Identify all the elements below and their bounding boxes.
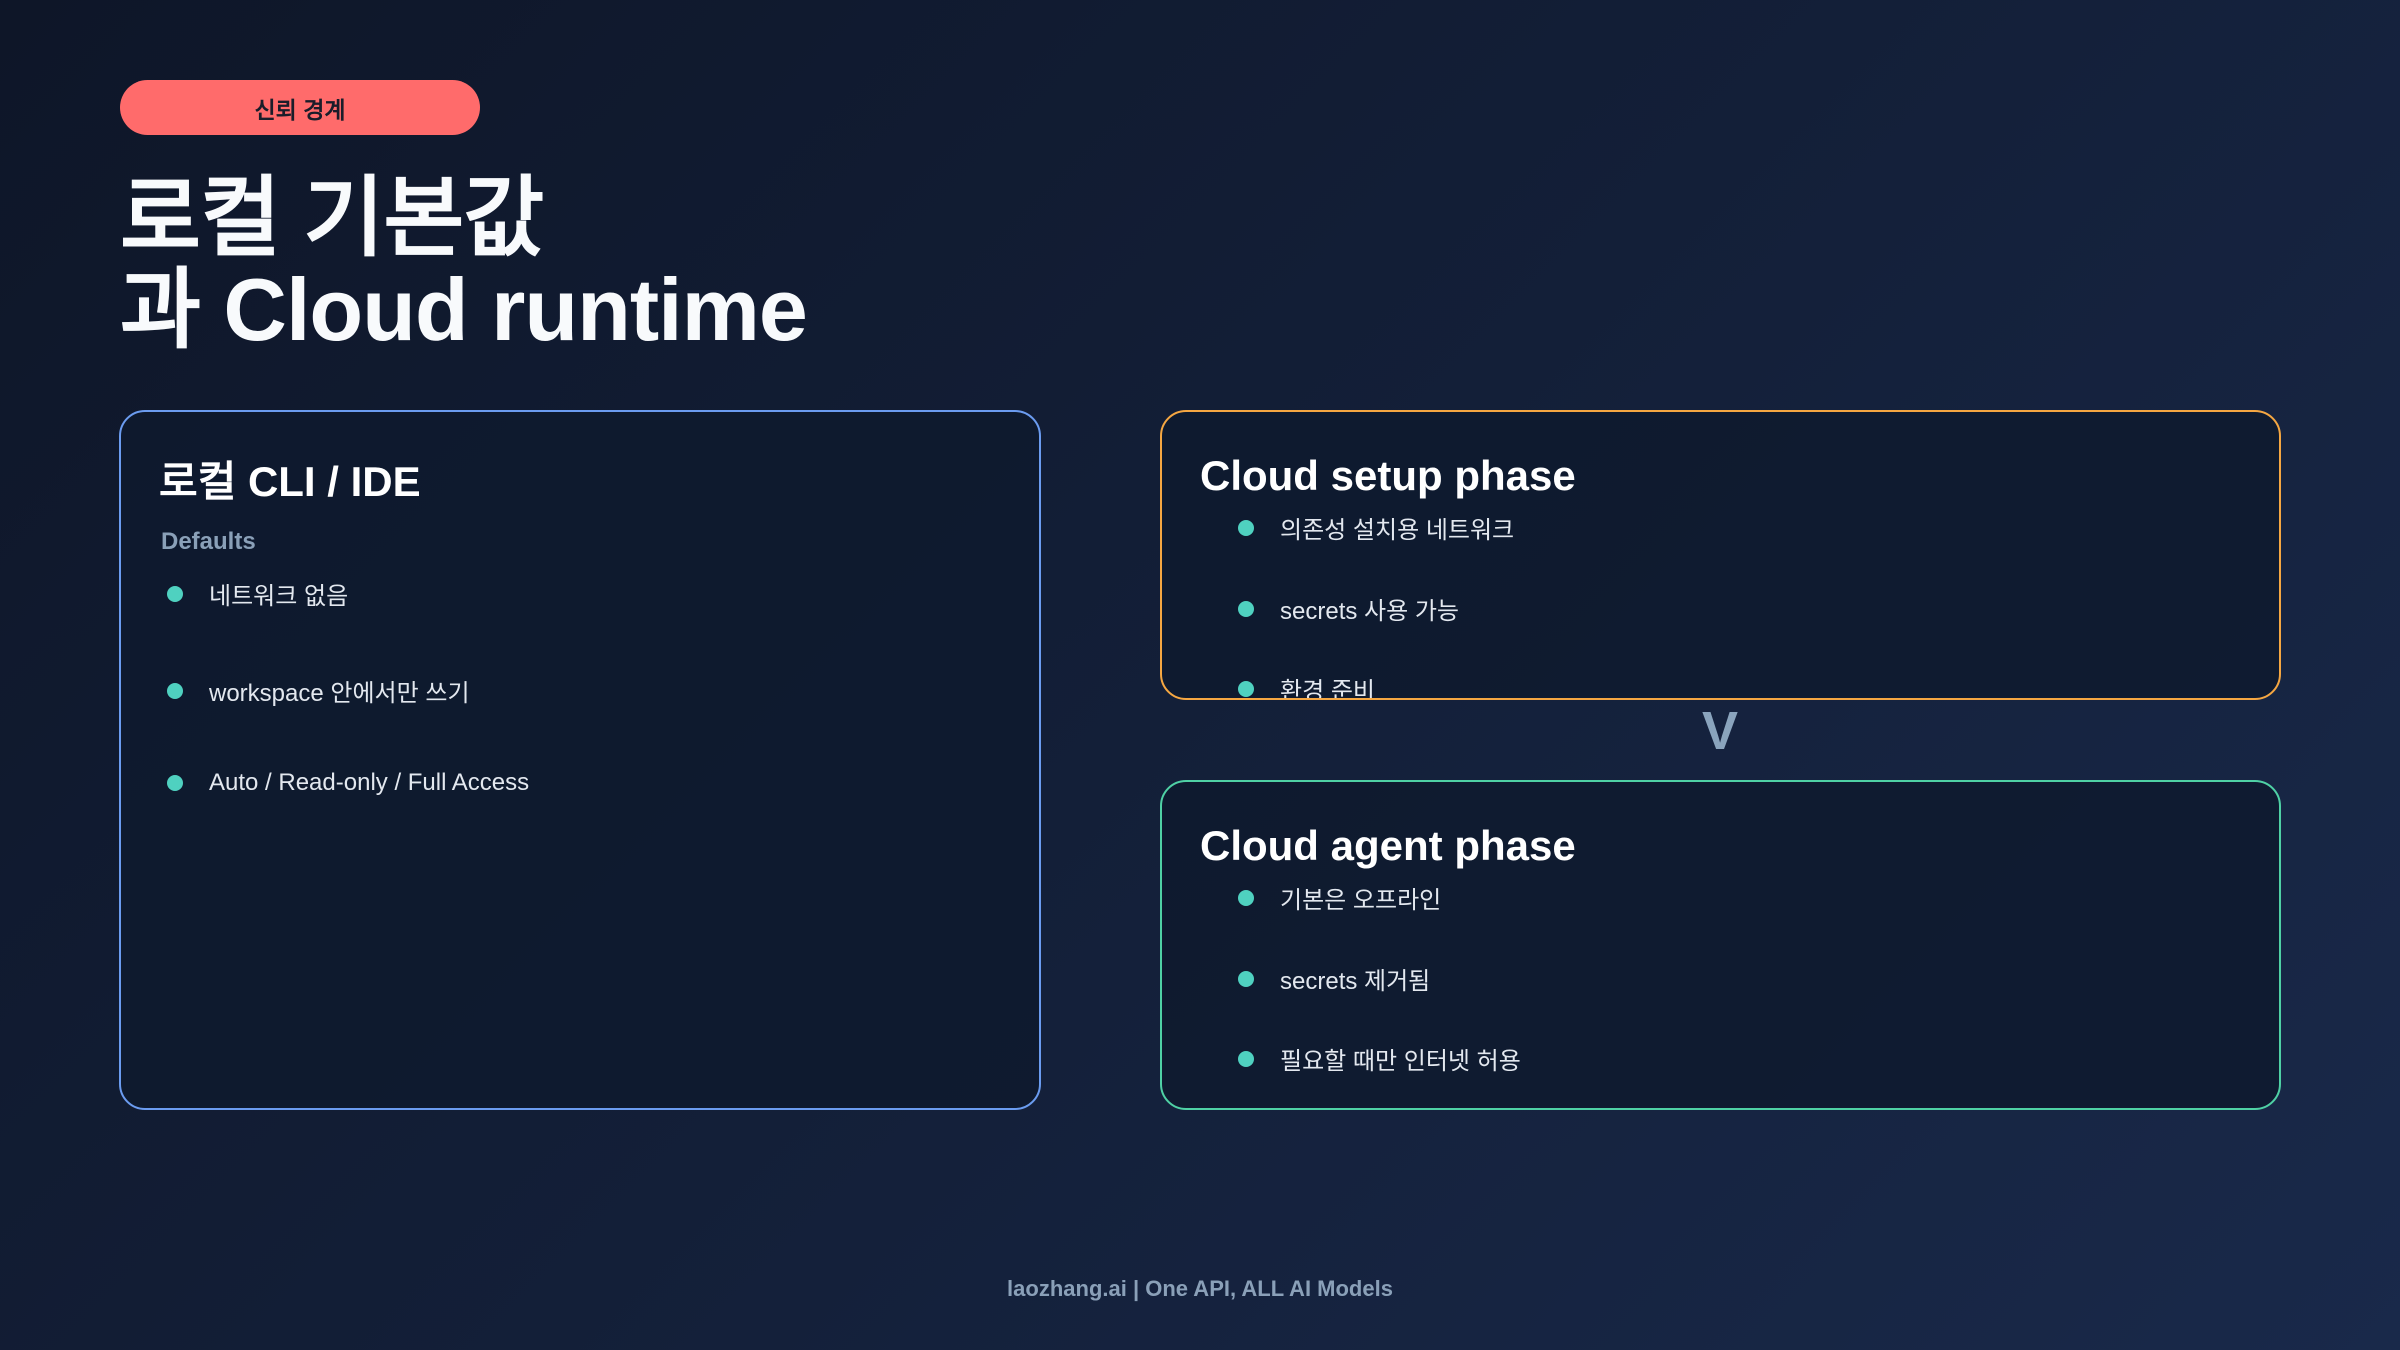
bullet-icon [1238, 680, 1254, 697]
item-text: workspace 안에서만 쓰기 [209, 680, 470, 707]
bullet-icon [1238, 970, 1254, 987]
item-text: secrets 사용 가능 [1280, 598, 1460, 625]
bullet-icon [1238, 600, 1254, 617]
local-cli-card: 로컬 CLI / IDE Defaults 네트워크 없음 workspace … [119, 410, 1041, 1110]
list-item: 기본은 오프라인 [1238, 880, 1441, 915]
bullet-icon [167, 585, 183, 602]
footer-text: laozhang.ai | One API, ALL AI Models [1007, 1276, 1393, 1301]
card-subtitle: Defaults [161, 528, 256, 555]
flow-arrow-icon: V [1701, 701, 1739, 761]
list-item: secrets 제거됨 [1238, 961, 1430, 996]
page-title: 로컬 기본값 과 Cloud runtime [120, 168, 808, 359]
item-text: 네트워크 없음 [209, 583, 349, 610]
item-text: 환경 준비 [1280, 678, 1375, 700]
item-text: secrets 제거됨 [1280, 968, 1431, 995]
list-item: workspace 안에서만 쓰기 [167, 673, 470, 708]
title-line-2: 과 Cloud runtime [120, 260, 808, 359]
bullet-icon [1238, 1050, 1254, 1067]
cloud-agent-card: Cloud agent phase 기본은 오프라인 secrets 제거됨 필… [1160, 780, 2281, 1110]
bullet-icon [167, 775, 183, 791]
item-text: Auto / Read-only / Full Access [209, 769, 530, 796]
list-item: secrets 사용 가능 [1238, 591, 1459, 626]
list-item: 네트워크 없음 [167, 576, 348, 611]
list-item: Auto / Read-only / Full Access [167, 769, 529, 797]
bullet-icon [1238, 889, 1254, 906]
bullet-icon [1238, 519, 1254, 536]
list-item: 환경 준비 [1238, 671, 1375, 700]
list-item: 필요할 때만 인터넷 허용 [1238, 1041, 1521, 1076]
cloud-setup-card: Cloud setup phase 의존성 설치용 네트워크 secrets 사… [1160, 410, 2281, 700]
title-line-1: 로컬 기본값 [120, 168, 544, 267]
card-title: Cloud agent phase [1200, 822, 1576, 869]
item-text: 필요할 때만 인터넷 허용 [1280, 1048, 1521, 1075]
item-text: 의존성 설치용 네트워크 [1280, 517, 1515, 544]
card-title: Cloud setup phase [1200, 452, 1576, 499]
bullet-icon [167, 682, 183, 699]
item-text: 기본은 오프라인 [1280, 887, 1442, 914]
card-title: 로컬 CLI / IDE [159, 458, 421, 505]
trust-boundary-badge: 신뢰 경계 [120, 80, 480, 135]
list-item: 의존성 설치용 네트워크 [1238, 510, 1514, 545]
